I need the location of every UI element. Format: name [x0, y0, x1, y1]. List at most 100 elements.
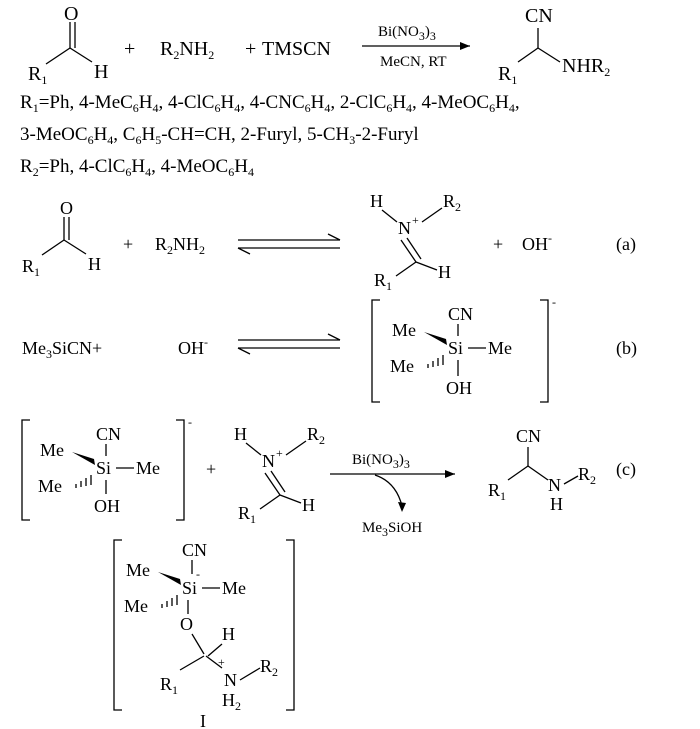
- int-oxygen: O: [180, 614, 193, 634]
- substituent-fragment: -2-Furyl: [355, 124, 418, 145]
- substituent-fragment: 6: [88, 133, 94, 147]
- step-a-oxygen: O: [60, 198, 73, 218]
- equilibrium-arrow-b: [237, 333, 341, 355]
- r1-line-2: 3-MeOC6H4, C6H5-CH=CH, 2-Furyl, 5-CH3-2-…: [20, 124, 419, 147]
- substituent-fragment: , 2-ClC: [330, 92, 386, 113]
- substituent-fragment: 6: [228, 165, 234, 179]
- substituent-fragment: 4: [107, 133, 113, 147]
- silicate-c-me-hash: Me: [38, 476, 62, 496]
- int-r1: R1: [160, 674, 178, 697]
- reaction-arrow: Bi(NO3)3 MeCN, RT: [362, 24, 470, 70]
- substituent-fragment: R: [20, 156, 33, 177]
- substituent-fragment: H: [234, 156, 248, 177]
- iminium-c-n: N: [262, 451, 275, 471]
- substituent-fragment: 5: [155, 133, 161, 147]
- int-me-wedge: Me: [126, 560, 150, 580]
- substituent-fragment: 4: [406, 101, 412, 115]
- int-si-charge: -: [196, 567, 200, 581]
- substituent-fragment: H: [139, 92, 153, 113]
- substituent-fragment: =Ph, 4-ClC: [39, 156, 126, 177]
- product-nhr2: NHR2: [562, 55, 610, 79]
- step-c: - CN Me Si Me Me OH + H N + R2: [21, 415, 636, 539]
- hashed-bond: [427, 355, 444, 368]
- hydroxide-b: OH-: [178, 335, 208, 358]
- prod-c-r1: R1: [488, 480, 506, 503]
- substituent-fragment: H: [495, 92, 509, 113]
- int-r2: R2: [260, 656, 278, 679]
- iminium-ion: H N + R2 R1 H: [370, 191, 461, 293]
- int-me-hash: Me: [124, 596, 148, 616]
- step-label-a: (a): [616, 234, 636, 255]
- substituent-fragment: 4: [153, 101, 159, 115]
- silicate-me-hash: Me: [390, 356, 414, 376]
- reaction-arrow-c: Bi(NO3)3 Me3SiOH: [330, 452, 455, 539]
- aminonitrile-product-c: CN R1 N H R2: [488, 426, 596, 514]
- iminium-c-h2: H: [302, 495, 315, 515]
- int-n: N: [224, 670, 237, 690]
- substituent-fragment: 6: [489, 101, 495, 115]
- step-a: O R1 H + R2NH2 H N + R2 R1 H +: [22, 191, 636, 293]
- silicate-charge-c: -: [188, 415, 192, 429]
- iminium-c-r2: R2: [307, 424, 325, 447]
- substituent-fragment: 6: [125, 165, 131, 179]
- byproduct-label: Me3SiOH: [362, 520, 422, 539]
- tmscn-reagent: Me3SiCN+: [22, 338, 102, 361]
- hashed-bond-c: [75, 475, 92, 488]
- catalyst-label-c: Bi(NO3)3: [352, 452, 410, 471]
- silicate-si: Si: [448, 338, 463, 358]
- aldehyde-oxygen: O: [64, 3, 78, 25]
- silicate-me-wedge: Me: [392, 320, 416, 340]
- silicate-charge: -: [552, 295, 556, 309]
- silicate-c-si: Si: [96, 458, 111, 478]
- main-reaction: O R1 H + R2NH2 + TMSCN Bi(NO3)3 MeCN, RT…: [28, 3, 610, 87]
- step-a-aldehyde: O R1 H: [22, 198, 101, 279]
- iminium-c-charge: +: [276, 446, 283, 460]
- int-me-right: Me: [222, 578, 246, 598]
- substituent-fragment: 4: [509, 101, 515, 115]
- substituent-fragment: 2: [33, 165, 39, 179]
- substituent-fragment: H: [94, 124, 108, 145]
- conditions-label: MeCN, RT: [380, 54, 447, 70]
- int-h: H: [222, 624, 235, 644]
- iminium-r2: R2: [443, 191, 461, 214]
- step-label-c: (c): [616, 459, 636, 480]
- step-a-r1: R1: [22, 256, 40, 279]
- iminium-r1: R1: [374, 270, 392, 293]
- intermediate-label: I: [200, 711, 206, 729]
- intermediate-i: CN - Me Si Me Me O H R1 + N H2 R2 I: [113, 539, 295, 729]
- iminium-ion-c: H N + R2 R1 H: [234, 424, 325, 526]
- plus-sign: +: [245, 38, 256, 60]
- silicate-me-right: Me: [488, 338, 512, 358]
- int-cn: CN: [182, 540, 207, 560]
- aminonitrile-product: CN R1 NHR2: [498, 5, 610, 87]
- substituent-fragment: 3-MeOC: [20, 124, 88, 145]
- tmscn: TMSCN: [262, 38, 331, 60]
- silicate-c-me-wedge: Me: [40, 440, 64, 460]
- substituent-fragment: , C: [113, 124, 135, 145]
- step-label-b: (b): [616, 338, 637, 359]
- prod-c-r2: R2: [578, 464, 596, 487]
- step-a-h: H: [88, 254, 101, 274]
- substituent-fragment: , 4-MeOC: [412, 92, 489, 113]
- catalyst-label: Bi(NO3)3: [378, 24, 436, 43]
- substituent-fragment: 6: [305, 101, 311, 115]
- int-h2: H2: [222, 690, 241, 713]
- prod-c-n: N: [548, 475, 561, 495]
- substituent-fragment: 4: [145, 165, 151, 179]
- silicate-reactant: - CN Me Si Me Me OH: [21, 415, 192, 521]
- product-r1: R1: [498, 63, 517, 87]
- substituent-fragment: 6: [135, 133, 141, 147]
- silicate-oh: OH: [446, 378, 472, 398]
- substituent-fragment: ,: [515, 92, 520, 113]
- substituent-fragment: 3: [349, 133, 355, 147]
- substituent-fragment: 4: [248, 165, 254, 179]
- substituent-list: R1=Ph, 4-MeC6H4, 4-ClC6H4, 4-CNC6H4, 2-C…: [20, 92, 520, 179]
- r1-line-1: R1=Ph, 4-MeC6H4, 4-ClC6H4, 4-CNC6H4, 2-C…: [20, 92, 520, 115]
- amine: R2NH2: [160, 38, 214, 62]
- substituent-fragment: 6: [133, 101, 139, 115]
- substituent-fragment: H: [131, 156, 145, 177]
- prod-c-cn: CN: [516, 426, 541, 446]
- silicate-cn: CN: [448, 304, 473, 324]
